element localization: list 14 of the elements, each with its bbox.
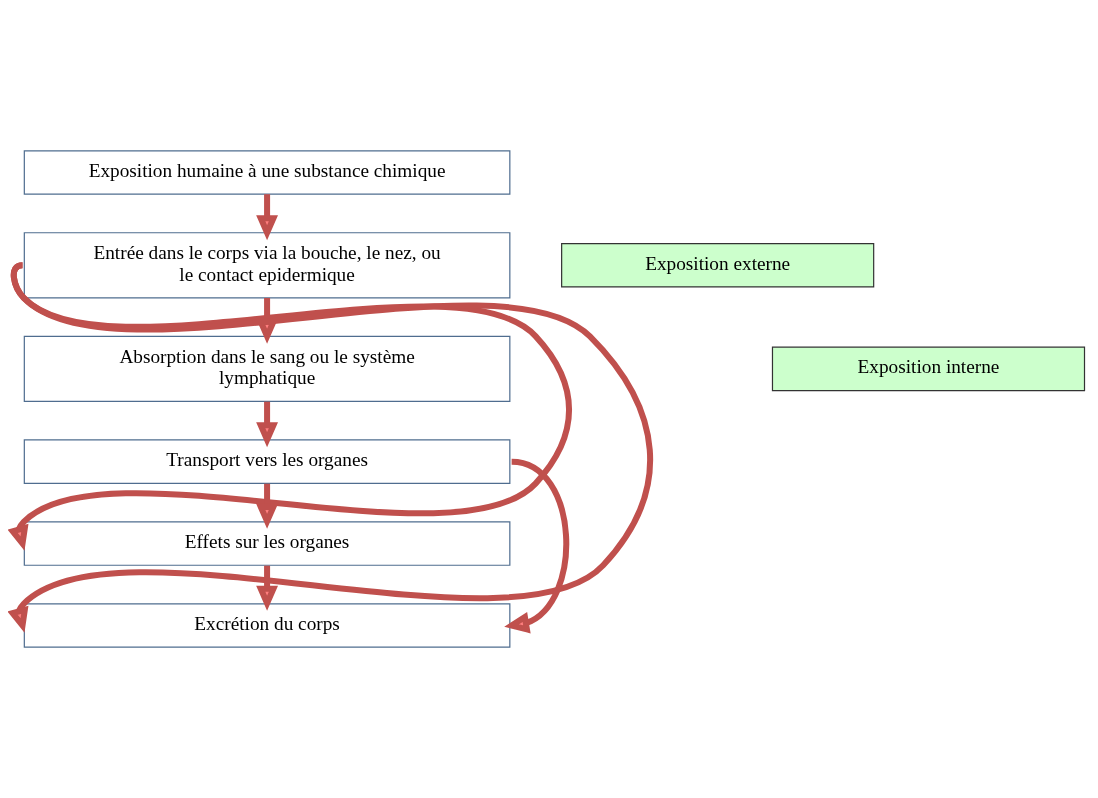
node-box: Excrétion du corps — [23, 603, 511, 648]
arrow — [256, 565, 278, 611]
node-box: Entrée dans le corps via la bouche, le nez, ou le contact epidermique — [23, 232, 511, 299]
node-box: Exposition externe — [561, 243, 875, 288]
arrow — [504, 458, 569, 634]
node-box: Exposition humaine à une substance chimique — [23, 150, 511, 195]
node-box: Transport vers les organes — [23, 439, 511, 484]
node-box: Absorption dans le sang ou le système lymphatique — [23, 335, 511, 402]
node-box: Effets sur les organes — [23, 521, 511, 566]
arrow — [256, 401, 278, 448]
arrow — [8, 263, 653, 633]
arrow — [256, 483, 278, 529]
arrow — [256, 194, 278, 241]
node-box: Exposition interne — [771, 346, 1086, 392]
